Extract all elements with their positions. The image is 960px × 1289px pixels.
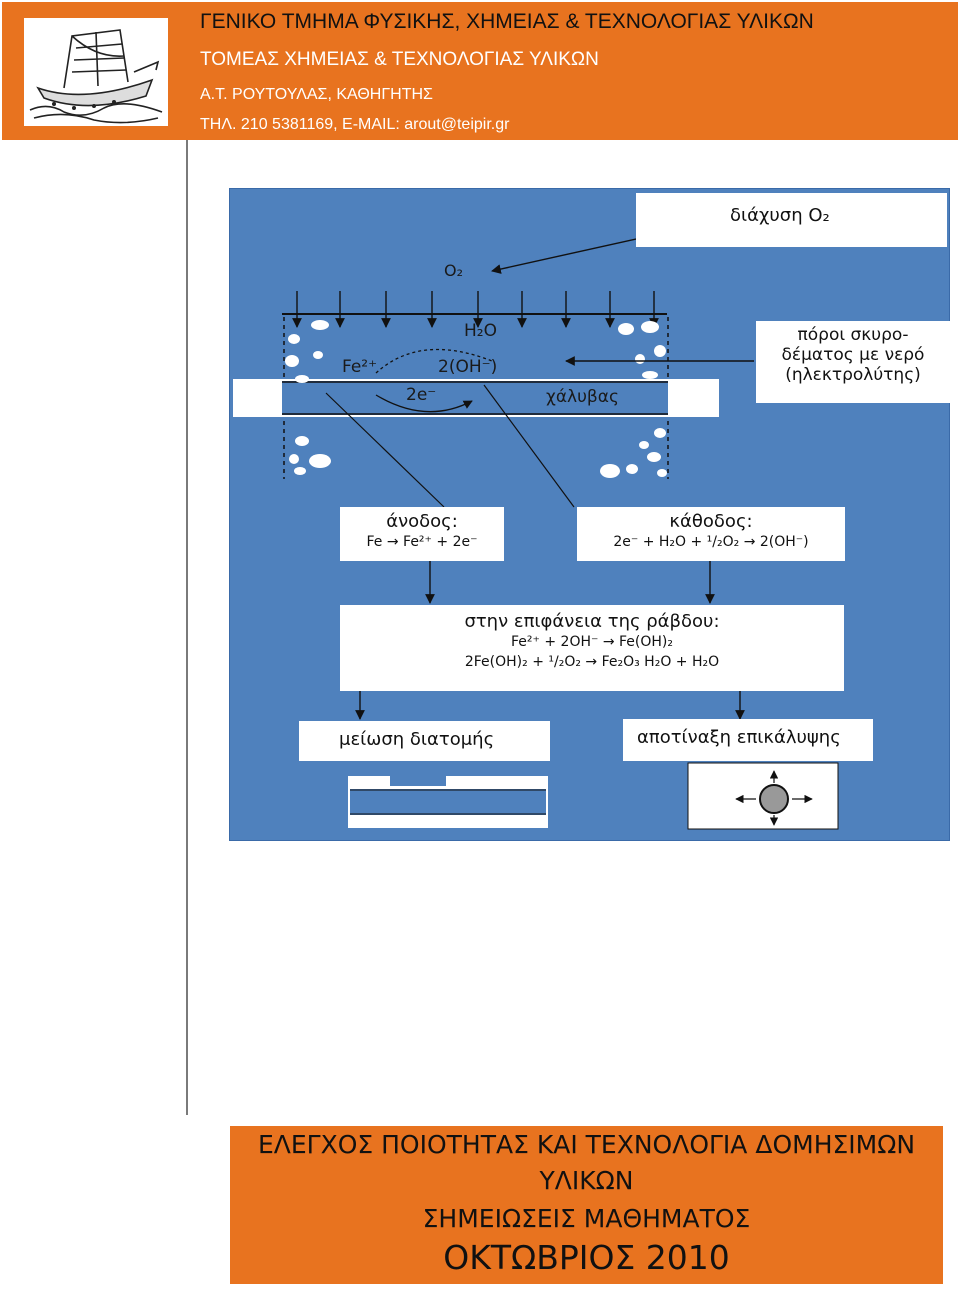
ship-logo-icon: [24, 18, 168, 126]
o2-label: O₂: [444, 261, 464, 280]
header-band: ΓΕΝΙΚΟ ΤΜΗΜΑ ΦΥΣΙΚΗΣ, ΧΗΜΕΙΑΣ & ΤΕΧΝΟΛΟΓ…: [2, 2, 958, 140]
author-line: Α.Τ. ΡΟΥΤΟΥΛΑΣ, ΚΑΘΗΓΗΤΗΣ: [200, 86, 433, 103]
notes-title: ΣΗΜΕΙΩΣΕΙΣ ΜΑΘΗΜΑΤΟΣ: [422, 1204, 751, 1233]
hydroxide-label: 2(OH⁻): [438, 357, 498, 377]
oxygen-diffusion-box: διάχυση O₂: [636, 193, 947, 247]
h2o-label: H₂O: [464, 321, 497, 341]
anode-box: άνοδος: Fe → Fe²⁺ + 2e⁻: [340, 507, 504, 561]
electrons-label: 2e⁻: [406, 385, 437, 405]
contact-line: ΤΗΛ. 210 5381169, E-MAIL: arout@teipir.g…: [200, 116, 510, 133]
department-title: ΓΕΝΙΚΟ ΤΜΗΜΑ ΦΥΣΙΚΗΣ, ΧΗΜΕΙΑΣ & ΤΕΧΝΟΛΟΓ…: [200, 10, 814, 33]
cathode-box: κάθοδος: 2e⁻ + H₂O + ¹/₂O₂ → 2(OH⁻): [577, 507, 845, 561]
footer-band: ΕΛΕΓΧΟΣ ΠΟΙΟΤΗΤΑΣ ΚΑΙ ΤΕΧΝΟΛΟΓΙΑ ΔΟΜΗΣΙΜ…: [230, 1126, 943, 1284]
course-title: ΕΛΕΓΧΟΣ ΠΟΙΟΤΗΤΑΣ ΚΑΙ ΤΕΧΝΟΛΟΓΙΑ ΔΟΜΗΣΙΜ…: [257, 1130, 916, 1159]
corrosion-diagram: διάχυση O₂ O₂ H₂O Fe²⁺ 2(OH⁻) 2e⁻ χάλυβα…: [229, 188, 950, 841]
section-loss-box: μείωση διατομής: [299, 721, 550, 761]
section-title: ΤΟΜΕΑΣ ΧΗΜΕΙΑΣ & ΤΕΧΝΟΛΟΓΙΑΣ ΥΛΙΚΩΝ: [200, 49, 599, 70]
surface-reactions-box: στην επιφάνεια της ράβδου: Fe²⁺ + 2OH⁻ →…: [340, 605, 844, 691]
date-title: ΟΚΤΩΒΡΙΟΣ 2010: [443, 1238, 730, 1277]
spalling-box: αποτίναξη επικάλυψης: [623, 719, 873, 761]
steel-label: χάλυβας: [546, 387, 619, 407]
pores-box: πόροι σκυρο- δέματος με νερό (ηλεκτρολύτ…: [756, 321, 950, 403]
vertical-divider: [186, 140, 188, 1115]
fe-ion-label: Fe²⁺: [342, 357, 378, 377]
course-title-cont: ΥΛΙΚΩΝ: [539, 1166, 634, 1195]
